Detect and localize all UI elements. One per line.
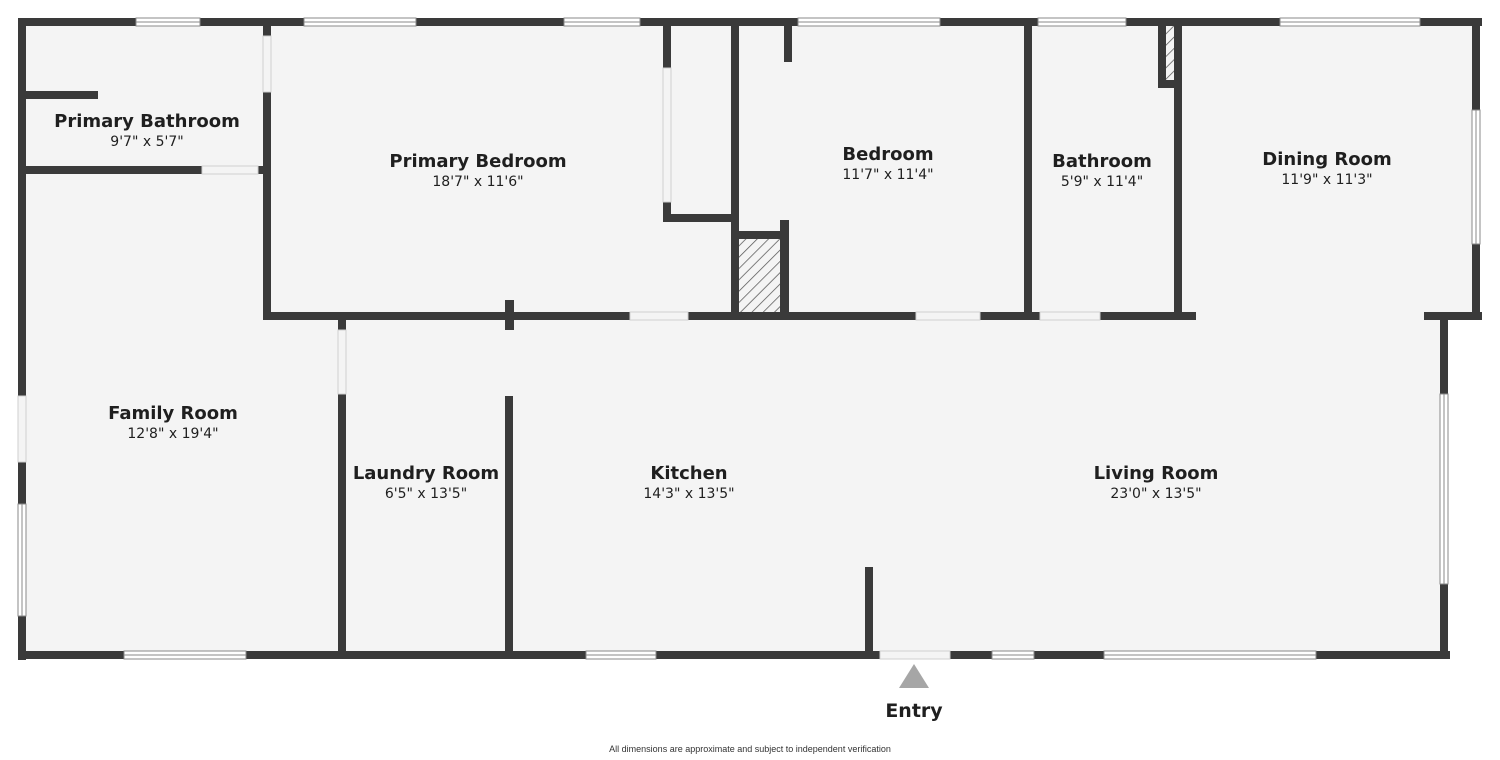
- room-name: Primary Bathroom: [54, 111, 240, 132]
- vent-hatch: [1166, 26, 1174, 80]
- room-primary-bathroom: Primary Bathroom 9'7" x 5'7": [54, 111, 240, 151]
- room-dimensions: 9'7" x 5'7": [110, 134, 184, 150]
- room-name: Primary Bedroom: [389, 151, 567, 172]
- disclaimer: All dimensions are approximate and subje…: [609, 744, 891, 754]
- doorways: [17, 35, 1101, 660]
- room-dimensions: 23'0" x 13'5": [1110, 486, 1202, 502]
- room-dimensions: 12'8" x 19'4": [127, 426, 219, 442]
- room-kitchen: Kitchen 14'3" x 13'5": [643, 463, 734, 503]
- floor: [24, 24, 1477, 654]
- room-primary-bedroom: Primary Bedroom 18'7" x 11'6": [389, 151, 566, 191]
- room-dining-room: Dining Room 11'9" x 11'3": [1262, 149, 1391, 189]
- room-dimensions: 11'7" x 11'4": [842, 167, 934, 183]
- room-dimensions: 5'9" x 11'4": [1060, 174, 1144, 190]
- room-bathroom: Bathroom 5'9" x 11'4": [1052, 151, 1152, 191]
- room-name: Bedroom: [842, 144, 934, 165]
- walls: [18, 18, 1482, 660]
- room-laundry-room: Laundry Room 6'5" x 13'5": [353, 463, 499, 503]
- room-name: Living Room: [1093, 463, 1219, 484]
- room-dimensions: 18'7" x 11'6": [432, 174, 524, 190]
- room-dimensions: 11'9" x 11'3": [1281, 172, 1373, 188]
- entry-label: Entry: [885, 700, 943, 722]
- room-living-room: Living Room 23'0" x 13'5": [1094, 463, 1219, 503]
- room-family-room: Family Room 12'8" x 19'4": [108, 403, 238, 443]
- windows: [17, 17, 1481, 660]
- room-name: Kitchen: [650, 463, 728, 484]
- room-dimensions: 14'3" x 13'5": [643, 486, 735, 502]
- room-name: Family Room: [108, 403, 238, 424]
- room-name: Dining Room: [1262, 149, 1392, 170]
- room-dimensions: 6'5" x 13'5": [384, 486, 468, 502]
- room-name: Bathroom: [1052, 151, 1152, 172]
- entry-arrow-icon: [899, 664, 929, 688]
- chase-hatch: [739, 239, 780, 312]
- room-bedroom: Bedroom 11'7" x 11'4": [842, 144, 933, 184]
- room-name: Laundry Room: [352, 463, 500, 484]
